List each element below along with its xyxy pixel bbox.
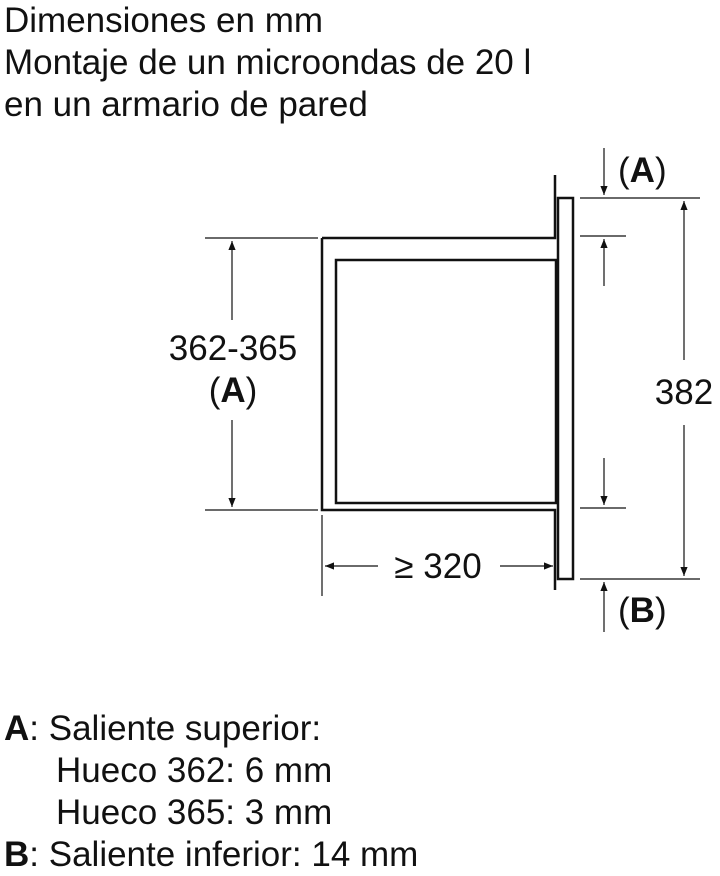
- height-ref-letter: A: [220, 371, 245, 410]
- title-line-3: en un armario de pared: [4, 85, 368, 124]
- depth-dimension: ≥ 320: [325, 547, 553, 586]
- legend-b-text: : Saliente inferior: 14 mm: [29, 835, 419, 874]
- installation-diagram: 362-365 (A) ≥ 320 (A) (B) 382: [169, 148, 713, 632]
- total-height-label: 382: [655, 373, 713, 412]
- legend-a-key: A: [4, 709, 30, 748]
- diagram-title: Dimensiones en mm Montaje de un microond…: [4, 0, 531, 126]
- top-ref-letter: A: [630, 151, 655, 190]
- height-dimension: 362-365 (A): [169, 241, 297, 507]
- top-ref-label: (A): [618, 151, 667, 190]
- bottom-ref-label: (B): [618, 591, 667, 630]
- legend-b-key: B: [4, 835, 30, 874]
- height-ref-label: (A): [209, 371, 258, 410]
- extension-lines: [205, 197, 700, 596]
- title-line-1: Dimensiones en mm: [4, 1, 323, 40]
- legend-a-title: : Saliente superior:: [29, 709, 322, 748]
- top-overhang: (A): [600, 148, 667, 195]
- depth-label: ≥ 320: [394, 547, 481, 586]
- bottom-ref-letter: B: [630, 591, 655, 630]
- cabinet-niche: [320, 175, 557, 590]
- front-frame: [556, 196, 575, 581]
- bottom-overhang: (B): [600, 582, 667, 632]
- microwave-body: [334, 258, 558, 505]
- niche-bottom-wall: [320, 238, 557, 590]
- title-line-2: Montaje de un microondas de 20 l: [4, 43, 532, 82]
- legend-a-line-1: Hueco 362: 6 mm: [56, 751, 333, 790]
- legend-a-row: A: Saliente superior:: [4, 708, 418, 750]
- total-height-dimension: 382: [655, 201, 713, 576]
- height-range-label: 362-365: [169, 329, 297, 368]
- legend-a-line-2: Hueco 365: 3 mm: [56, 793, 333, 832]
- legend-b-row: B: Saliente inferior: 14 mm: [4, 834, 418, 876]
- legend: A: Saliente superior: Hueco 362: 6 mm Hu…: [4, 708, 418, 876]
- niche-top-wall: [322, 175, 557, 240]
